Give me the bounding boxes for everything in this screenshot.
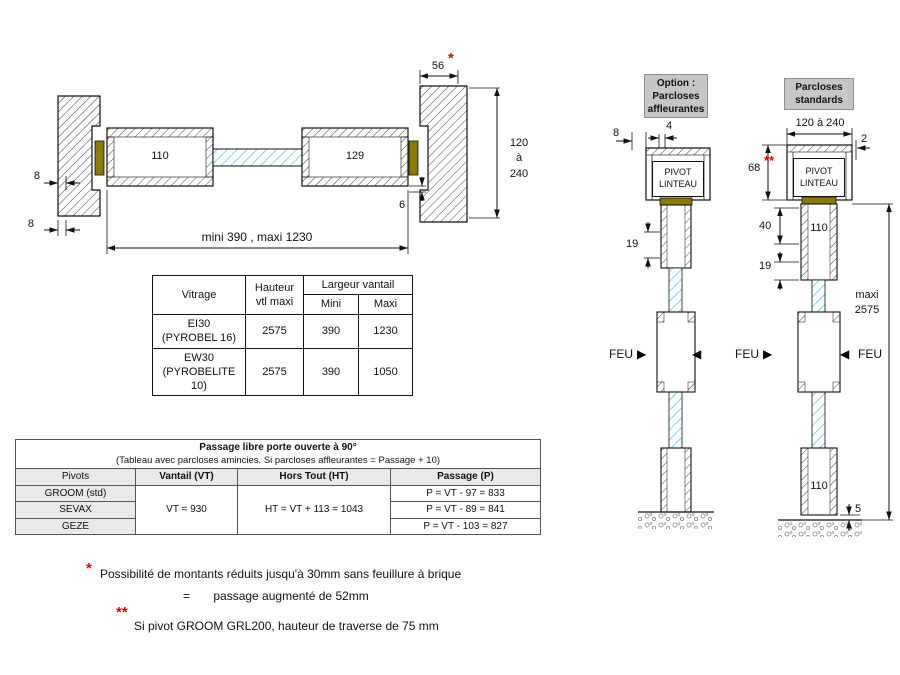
dim-maxi-2575-label: maxi 2575 <box>854 289 880 316</box>
vantail-value: VT = 930 <box>135 484 238 536</box>
dim-frame-depth-label: 120 à 240 <box>509 137 529 180</box>
dim-56-label: 56 <box>431 60 445 72</box>
pivot-bar <box>408 140 419 176</box>
table-row: GROOM (std) VT = 930 HT = VT + 113 = 104… <box>15 484 541 536</box>
pivot-bar <box>801 196 837 205</box>
plan-view <box>44 70 500 254</box>
note-pivot-groom: Si pivot GROOM GRL200, hauteur de traver… <box>134 619 439 633</box>
mid-profile <box>656 311 696 393</box>
double-asterisk-note-marker: ** <box>116 604 128 621</box>
hors-tout-col-header: Hors Tout (HT) <box>237 468 391 486</box>
maxi-value: 1050 <box>358 347 413 397</box>
vantail-col-header: Vantail (VT) <box>135 468 238 486</box>
passage-table-title: Passage libre porte ouverte à 90° <box>199 442 357 453</box>
maxi-value: 1230 <box>358 313 413 349</box>
asterisk-note-marker: * <box>86 560 92 577</box>
maxi-col-header: Maxi <box>358 294 413 315</box>
fire-arrow-left-icon: ◀ <box>692 347 702 361</box>
fire-arrow-right-icon: ▶ <box>637 347 647 361</box>
double-asterisk-marker: ** <box>764 153 775 168</box>
dim-8-lower-label: 8 <box>27 218 34 230</box>
pivot-bar <box>94 140 105 176</box>
mini-value: 390 <box>303 313 359 349</box>
top-rail <box>800 203 838 281</box>
table-row: GEZE P = VT - 103 = 827 <box>15 517 541 536</box>
table-row: EW30 (PYROBELITE 10) 2575 390 1050 <box>152 347 413 397</box>
hauteur-col-header: Hauteur vtl maxi <box>245 275 304 315</box>
parcloses-standards-header: Parcloses standards <box>784 78 854 110</box>
passage-value: P = VT - 89 = 841 <box>390 501 541 519</box>
fire-arrow-left-icon: ◀ <box>840 347 850 361</box>
dim-5-label: 5 <box>855 503 862 515</box>
table-row: EI30 (PYROBEL 16) 2575 390 1230 <box>152 313 413 349</box>
dim-129-right-leaf-label: 129 <box>345 150 365 162</box>
passage-table: Passage libre porte ouverte à 90° (Table… <box>15 438 541 536</box>
pivots-col-header: Pivots <box>15 468 136 486</box>
mini-col-header: Mini <box>303 294 359 315</box>
pivot-linteau-label-right: PIVOT LINTEAU <box>793 158 845 197</box>
pivot-name: SEVAX <box>15 501 136 519</box>
dim-6-label: 6 <box>399 199 406 211</box>
vitrage-col-header: Vitrage <box>152 275 246 315</box>
dim-68-label: 68 <box>748 162 761 174</box>
ground-hatch <box>778 521 862 537</box>
dim-4-label: 4 <box>666 120 673 132</box>
dim-19-right-section-label: 19 <box>759 260 772 272</box>
hauteur-value: 2575 <box>245 347 304 397</box>
dim-110-left-leaf-label: 110 <box>151 150 169 162</box>
dim-overall-width-label: mini 390 , maxi 1230 <box>201 230 313 244</box>
fire-arrow-right-icon: ▶ <box>763 347 773 361</box>
dim-8-section-label: 8 <box>613 127 620 139</box>
note-passage-augmente: = passage augmenté de 52mm <box>183 589 369 603</box>
dim-8-upper-label: 8 <box>33 170 40 182</box>
pivot-name: GROOM (std) <box>15 484 136 503</box>
table-row: SEVAX P = VT - 89 = 841 <box>15 501 541 519</box>
passage-table-subtitle: (Tableau avec parcloses amincies. Si par… <box>115 454 441 466</box>
feu-label: FEU <box>735 347 759 361</box>
feu-label: FEU <box>858 347 882 361</box>
left-jamb-profile <box>57 95 101 217</box>
bottom-rail <box>660 447 692 513</box>
option-parcloses-header: Option : Parcloses affleurantes <box>644 74 708 118</box>
dim-120-240-label: 120 à 240 <box>795 117 845 129</box>
glazing-name: EI30 (PYROBEL 16) <box>152 313 246 349</box>
pivot-linteau-label-left: PIVOT LINTEAU <box>652 161 704 197</box>
rail-top-110-label: 110 <box>810 222 828 234</box>
asterisk-marker-top: * <box>448 50 454 67</box>
ground-hatch <box>638 513 714 529</box>
pivot-bar <box>659 197 693 206</box>
top-rail <box>660 204 692 269</box>
glass-pane <box>212 148 303 167</box>
vitrage-table: Vitrage Hauteur vtl maxi Largeur vantail… <box>152 274 413 397</box>
note-montants-reduits: Possibilité de montants réduits jusqu'à … <box>100 567 462 581</box>
passage-col-header: Passage (P) <box>390 468 541 486</box>
mid-profile <box>797 311 841 393</box>
dim-40-label: 40 <box>759 220 772 232</box>
passage-table-header-cell: Passage libre porte ouverte à 90° (Table… <box>15 438 541 470</box>
rail-bottom-110-label: 110 <box>810 480 828 492</box>
right-jamb-profile <box>419 85 468 223</box>
dim-19-left-section-label: 19 <box>626 238 639 250</box>
pivot-name: GEZE <box>15 517 136 536</box>
dim-2-label: 2 <box>861 133 868 145</box>
passage-value: P = VT - 103 = 827 <box>390 517 541 536</box>
glass-pane <box>668 267 683 449</box>
glazing-name: EW30 (PYROBELITE 10) <box>152 347 246 397</box>
passage-value: P = VT - 97 = 833 <box>390 484 541 503</box>
feu-label: FEU <box>609 347 633 361</box>
glass-pane <box>811 279 826 449</box>
hauteur-value: 2575 <box>245 313 304 349</box>
mini-value: 390 <box>303 347 359 397</box>
hors-tout-value: HT = VT + 113 = 1043 <box>237 484 391 536</box>
largeur-col-header: Largeur vantail <box>303 274 413 296</box>
